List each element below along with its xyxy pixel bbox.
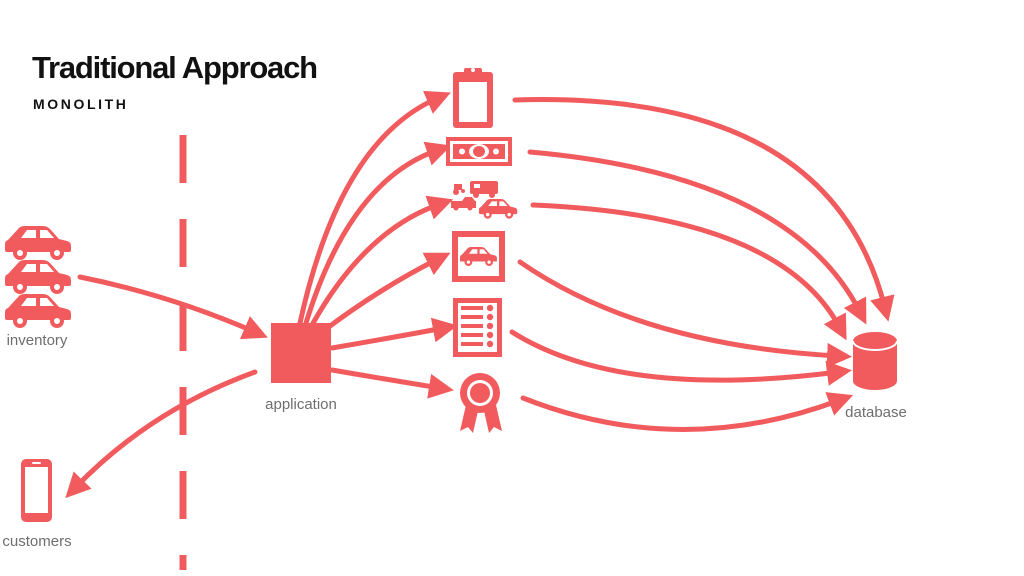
smartphone-icon: [21, 459, 52, 522]
clipboard-icon: [453, 68, 493, 128]
arrow-checklist-to-database: [509, 329, 852, 386]
database-label: database: [845, 404, 907, 421]
arrow-framed-car-to-database: [517, 259, 852, 368]
car-icon: [5, 260, 71, 294]
car-icon: [5, 294, 71, 328]
inventory-icon-group: [5, 226, 71, 328]
arrow-application-to-award: [329, 367, 454, 399]
arrow-application-to-customers: [65, 369, 258, 499]
arrow-clipboard-to-database: [512, 97, 895, 322]
arrow-money-to-database: [527, 149, 867, 325]
award-ribbon-icon: [460, 373, 502, 433]
page-subtitle: MONOLITH: [33, 96, 129, 112]
customers-label: customers: [2, 533, 72, 550]
arrow-inventory-to-application: [77, 274, 268, 340]
inventory-label: inventory: [6, 332, 68, 349]
application-block: [271, 323, 331, 383]
arrow-application-to-money: [303, 141, 452, 326]
application-label: application: [265, 396, 337, 413]
page-title: Traditional Approach: [32, 50, 318, 85]
arrow-vehicles-to-database: [530, 202, 847, 341]
car-icon: [479, 199, 518, 219]
vehicles-icon: [451, 181, 518, 219]
arrow-application-to-framed-car: [319, 252, 451, 335]
money-bill-icon: [446, 137, 512, 166]
tractor-icon: [453, 184, 465, 195]
arrow-award-to-database: [520, 392, 854, 432]
pickup-truck-icon: [451, 197, 476, 211]
database-icon: [852, 332, 898, 390]
checklist-icon: [453, 298, 502, 357]
arrow-application-to-vehicles: [309, 195, 454, 328]
car-icon: [5, 226, 71, 260]
arrow-application-to-clipboard: [297, 90, 451, 326]
framed-car-icon: [452, 231, 505, 282]
rv-icon: [470, 181, 498, 198]
arrow-application-to-checklist: [329, 317, 458, 351]
